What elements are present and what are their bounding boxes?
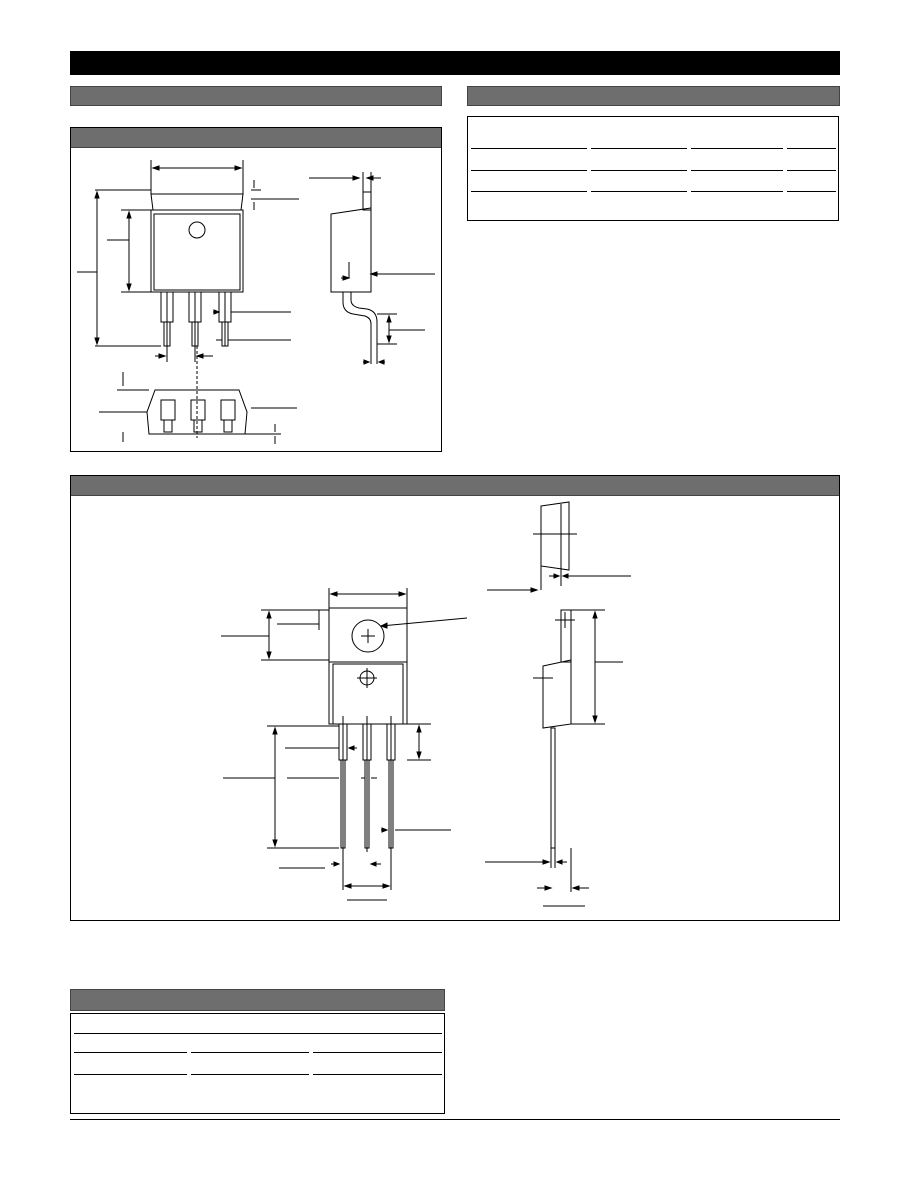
table-rule bbox=[691, 191, 783, 192]
table-rule bbox=[313, 1052, 442, 1053]
panel-header bbox=[71, 128, 441, 148]
dimension-table-lower-left bbox=[70, 1013, 445, 1114]
section-header-lower-left bbox=[70, 989, 445, 1011]
table-rule bbox=[74, 1052, 187, 1053]
table-rule bbox=[787, 170, 836, 171]
table-rule bbox=[471, 170, 587, 171]
package-drawing-panel-top bbox=[70, 127, 442, 452]
section-header-left bbox=[70, 86, 442, 106]
package-outline-drawing-large bbox=[221, 501, 631, 907]
table-rule bbox=[471, 191, 587, 192]
table-rule bbox=[313, 1074, 442, 1075]
table-rule bbox=[691, 148, 783, 149]
front-view bbox=[221, 588, 468, 901]
table-rule bbox=[591, 148, 687, 149]
table-rule bbox=[591, 191, 687, 192]
table-rule bbox=[787, 148, 836, 149]
package-outline-drawing bbox=[77, 160, 435, 444]
title-bar bbox=[70, 51, 840, 75]
table-rule bbox=[74, 1074, 187, 1075]
front-view bbox=[77, 160, 299, 438]
side-view bbox=[309, 172, 435, 365]
table-rule bbox=[191, 1074, 309, 1075]
table-rule bbox=[74, 1033, 442, 1034]
section-header-right bbox=[467, 86, 840, 106]
table-rule bbox=[471, 148, 587, 149]
side-view bbox=[485, 609, 623, 907]
table-rule bbox=[191, 1052, 309, 1053]
table-rule bbox=[591, 170, 687, 171]
panel-header bbox=[71, 476, 839, 496]
package-drawing-panel-bottom bbox=[70, 475, 840, 921]
dimension-table-right bbox=[467, 116, 839, 221]
top-view bbox=[487, 501, 631, 593]
table-rule bbox=[787, 191, 836, 192]
bottom-view bbox=[99, 372, 297, 444]
footer-rule bbox=[70, 1119, 840, 1120]
table-rule bbox=[691, 170, 783, 171]
